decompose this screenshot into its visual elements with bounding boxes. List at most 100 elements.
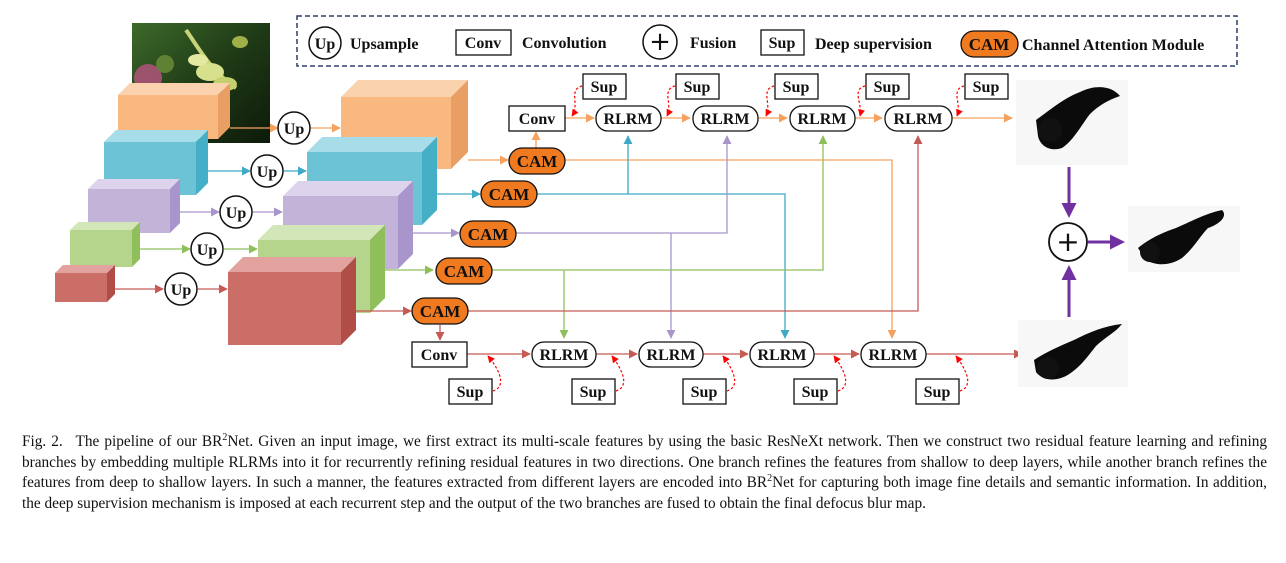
cam-nodes: CAM CAM CAM CAM CAM — [411, 147, 566, 325]
legend-up-text: Up — [315, 36, 336, 53]
caption-superscript-2: 2 — [767, 472, 773, 484]
caption-text-1: The pipeline of our BR — [75, 433, 223, 450]
fusion-node — [1048, 222, 1088, 262]
top-conv-label: Conv — [519, 111, 555, 128]
legend-sup-symbol — [760, 29, 805, 56]
legend-cam-text: CAM — [969, 35, 1010, 54]
up-node-red-label: Up — [171, 282, 192, 299]
caption-text-3: Net for capturing both image fine detail… — [22, 474, 1267, 512]
bottom-rlrm-3 — [749, 341, 815, 368]
pipeline-diagram: Up Upsample Conv Convolution + Fusion Su… — [55, 15, 1240, 405]
up-node-orange — [277, 111, 311, 145]
legend-sup-text: Sup — [769, 35, 796, 52]
bottom-sup-3-label: Sup — [691, 384, 718, 401]
cam-routing — [356, 131, 923, 341]
top-rlrm-4-label: RLRM — [894, 111, 943, 128]
bottom-sup-nodes: Sup Sup Sup Sup Sup — [448, 378, 960, 405]
bottom-rlrm-3-label: RLRM — [758, 347, 807, 364]
fused-output-map — [1128, 206, 1240, 272]
bottom-rlrm-2 — [638, 341, 704, 368]
top-sup-2 — [675, 73, 720, 100]
output-map-top — [1016, 80, 1128, 165]
legend-cam-label: Channel Attention Module — [1022, 37, 1204, 54]
bottom-sup-1 — [448, 378, 493, 405]
bottom-sup-5 — [915, 378, 960, 405]
bottom-sup-4 — [793, 378, 838, 405]
top-rlrm-2 — [692, 105, 759, 132]
upsample-nodes: Up Up Up Up Up — [164, 111, 311, 306]
bottom-conv-label: Conv — [421, 347, 457, 364]
top-sup-4-label: Sup — [874, 79, 901, 96]
top-rlrm-nodes: RLRM RLRM RLRM RLRM — [595, 105, 953, 132]
bottom-rlrm-1 — [531, 341, 597, 368]
feature-block-green — [70, 222, 140, 267]
top-sup-3 — [774, 73, 819, 100]
caption-text-2: Net. Given an input image, we first extr… — [22, 433, 1267, 491]
caption-superscript-1: 2 — [222, 431, 228, 443]
top-sup-3-label: Sup — [783, 79, 810, 96]
bottom-rlrm-2-label: RLRM — [647, 347, 696, 364]
cam-green-label: CAM — [444, 262, 485, 281]
bottom-conv: Conv — [411, 341, 468, 368]
up-node-purple — [219, 195, 253, 229]
top-rlrm-2-label: RLRM — [701, 111, 750, 128]
cam-red — [411, 297, 469, 325]
top-rlrm-3-label: RLRM — [798, 111, 847, 128]
encoder-features — [55, 83, 230, 302]
up-node-orange-label: Up — [284, 121, 305, 138]
legend-fusion-label: Fusion — [690, 35, 736, 52]
bottom-sup-2-label: Sup — [580, 384, 607, 401]
bottom-rlrm-1-label: RLRM — [540, 347, 589, 364]
up-node-blue-label: Up — [257, 164, 278, 181]
top-rlrm-1 — [595, 105, 662, 132]
top-sup-5-label: Sup — [973, 79, 1000, 96]
top-sup-nodes: Sup Sup Sup Sup Sup — [582, 73, 1009, 100]
legend-conv-text: Conv — [465, 35, 501, 52]
top-rlrm-4 — [884, 105, 953, 132]
feature-block-red — [55, 265, 115, 302]
cam-purple-label: CAM — [468, 225, 509, 244]
legend-fusion-text: + — [649, 27, 671, 57]
top-sup-2-label: Sup — [684, 79, 711, 96]
output-map-bottom — [1018, 320, 1128, 387]
cam-blue — [480, 180, 538, 208]
bottom-rlrm-4 — [860, 341, 927, 368]
top-sup-4 — [865, 73, 910, 100]
up-node-green-label: Up — [197, 242, 218, 259]
up-node-red — [164, 272, 198, 306]
bottom-rlrm-nodes: RLRM RLRM RLRM RLRM — [531, 341, 927, 368]
bottom-sup-2 — [571, 378, 616, 405]
upsampled-features — [228, 80, 468, 345]
bottom-sup-5-label: Sup — [924, 384, 951, 401]
bottom-rlrm-4-label: RLRM — [869, 347, 918, 364]
top-sup-1 — [582, 73, 627, 100]
cam-red-label: CAM — [420, 302, 461, 321]
fusion: + — [1048, 167, 1125, 317]
top-sup-1-label: Sup — [591, 79, 618, 96]
bottom-sup-1-label: Sup — [457, 384, 484, 401]
top-rlrm-3 — [789, 105, 856, 132]
bottom-sup-3 — [682, 378, 727, 405]
legend-convolution-label: Convolution — [522, 35, 607, 52]
legend-upsample-label: Upsample — [350, 36, 418, 53]
bottom-sup-4-label: Sup — [802, 384, 829, 401]
fusion-node-label: + — [1056, 225, 1079, 258]
legend-conv-symbol — [455, 29, 512, 56]
legend-up-symbol — [308, 26, 342, 60]
cam-green — [435, 257, 493, 285]
cam-orange — [508, 147, 566, 175]
top-conv: Conv — [508, 105, 566, 132]
bottom-sup-links — [487, 355, 969, 392]
cam-orange-label: CAM — [517, 152, 558, 171]
up-node-green — [190, 232, 224, 266]
up-node-blue — [250, 154, 284, 188]
top-rlrm-1-label: RLRM — [604, 111, 653, 128]
top-sup-5 — [964, 73, 1009, 100]
figure-caption: Fig. 2. The pipeline of our BR2Net. Give… — [22, 432, 1267, 514]
top-sup-links — [571, 85, 965, 117]
legend: Up Upsample Conv Convolution + Fusion Su… — [296, 15, 1238, 67]
legend-deep-supervision-label: Deep supervision — [815, 36, 932, 53]
upsample-connections — [115, 123, 341, 294]
legend-cam-symbol — [960, 30, 1019, 58]
upsampled-block-red — [228, 257, 356, 345]
